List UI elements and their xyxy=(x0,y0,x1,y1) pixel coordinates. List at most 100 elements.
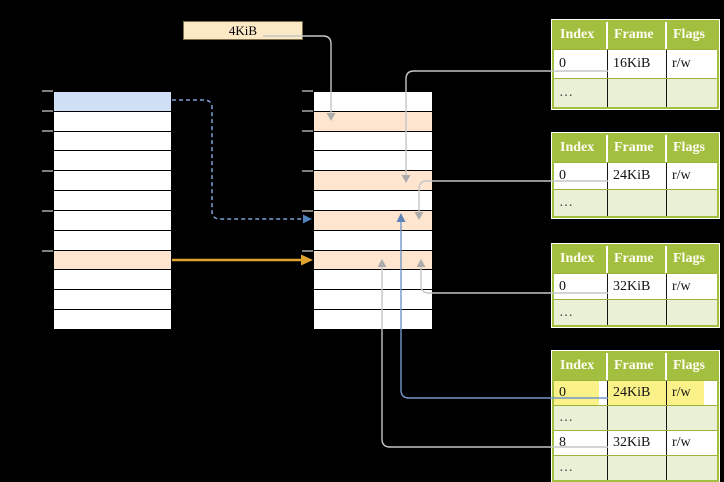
table-row-ellipsis: … xyxy=(554,189,717,216)
column-header-index: Index xyxy=(554,22,608,49)
table-row: 0 16KiB r/w xyxy=(554,49,717,78)
memory-cell xyxy=(54,309,171,329)
column-header-index: Index xyxy=(554,246,608,273)
table-cell: 8 xyxy=(554,431,608,455)
address-tick xyxy=(42,130,53,132)
column-header-frame: Frame xyxy=(608,353,667,380)
column-header-frame: Frame xyxy=(608,22,667,49)
table-cell: 0 xyxy=(554,274,608,299)
virtual-page0-lookup-arrow xyxy=(172,99,312,224)
memory-cell xyxy=(314,190,432,210)
table-row-ellipsis: … xyxy=(554,405,717,430)
memory-cell xyxy=(314,130,432,151)
memory-cell xyxy=(314,229,432,250)
table-cell: r/w xyxy=(672,279,691,294)
table-cell xyxy=(608,190,667,216)
column-header-flags: Flags xyxy=(673,251,705,266)
table-cell: 0 xyxy=(554,381,608,405)
table-cell xyxy=(667,406,717,430)
column-header-frame: Frame xyxy=(608,246,667,273)
memory-cell xyxy=(54,289,171,310)
table-cell: 24KiB xyxy=(608,381,667,405)
table-cell: 16KiB xyxy=(608,50,667,78)
virtual-page8-mapping-arrow xyxy=(172,254,313,266)
memory-cell xyxy=(54,130,171,151)
table-cell xyxy=(608,79,667,107)
table-cell: 0 xyxy=(554,163,608,189)
memory-cell xyxy=(314,309,432,329)
memory-cell xyxy=(54,170,171,191)
page-table-4: Index Frame Flags 0 24KiB r/w … 8 32KiB … xyxy=(551,350,720,482)
column-header-index: Index xyxy=(554,353,608,380)
table-cell: … xyxy=(554,456,608,480)
table-cell: 32KiB xyxy=(608,431,667,455)
memory-cell xyxy=(54,269,171,290)
address-tick xyxy=(302,90,313,92)
table-cell: r/w xyxy=(672,168,691,183)
memory-cell xyxy=(54,110,171,131)
table-cell xyxy=(667,190,717,216)
table-cell: … xyxy=(554,79,608,107)
table-cell xyxy=(667,300,717,325)
address-tick xyxy=(302,210,313,212)
column-header-index: Index xyxy=(554,135,608,162)
table-cell xyxy=(608,300,667,325)
table-cell: r/w xyxy=(672,56,691,71)
memory-cell xyxy=(314,249,432,270)
virtual-memory-column xyxy=(53,91,172,330)
memory-cell xyxy=(314,150,432,171)
table-row: 0 32KiB r/w xyxy=(554,273,717,299)
memory-cell xyxy=(54,150,171,171)
address-tick xyxy=(302,250,313,252)
memory-cell xyxy=(314,269,432,290)
memory-cell xyxy=(54,190,171,210)
address-tick xyxy=(302,130,313,132)
page-table-3: Index Frame Flags 0 32KiB r/w … xyxy=(551,243,720,328)
memory-cell xyxy=(314,92,432,111)
table-cell: r/w xyxy=(672,435,691,450)
cell-highlight: 24KiB xyxy=(608,381,666,405)
table-header-row: Index Frame Flags xyxy=(554,353,717,380)
column-header-flags: Flags xyxy=(673,140,705,155)
memory-cell xyxy=(314,289,432,310)
page-table-2: Index Frame Flags 0 24KiB r/w … xyxy=(551,132,720,219)
address-tick xyxy=(302,170,313,172)
physical-memory-column xyxy=(313,91,433,330)
table-cell: … xyxy=(554,190,608,216)
table-header-row: Index Frame Flags xyxy=(554,246,717,273)
table-cell: … xyxy=(554,300,608,325)
address-tick xyxy=(42,170,53,172)
cell-highlight: r/w xyxy=(667,381,704,405)
table-cell xyxy=(667,79,717,107)
page-size-label: 4KiB xyxy=(183,21,303,40)
table-row-ellipsis: … xyxy=(554,299,717,325)
table-row-highlighted: 0 24KiB r/w xyxy=(554,380,717,405)
column-header-flags: Flags xyxy=(673,27,705,42)
cell-highlight: 0 xyxy=(554,381,599,405)
table-row-ellipsis: … xyxy=(554,78,717,107)
address-tick xyxy=(42,210,53,212)
address-tick xyxy=(42,250,53,252)
table-header-row: Index Frame Flags xyxy=(554,22,717,49)
table-cell: 24KiB xyxy=(608,163,667,189)
column-header-frame: Frame xyxy=(608,135,667,162)
memory-cell xyxy=(54,209,171,230)
memory-cell xyxy=(54,92,171,111)
table-cell: 32KiB xyxy=(608,274,667,299)
address-tick xyxy=(302,110,313,112)
table-cell: 0 xyxy=(554,50,608,78)
column-header-flags: Flags xyxy=(673,358,705,373)
table-cell xyxy=(608,406,667,430)
table-row-ellipsis: … xyxy=(554,455,717,480)
address-tick xyxy=(42,110,53,112)
table-row: 0 24KiB r/w xyxy=(554,162,717,189)
page-table-1: Index Frame Flags 0 16KiB r/w … xyxy=(551,19,720,110)
memory-cell xyxy=(314,209,432,230)
memory-cell xyxy=(54,229,171,250)
table-cell: r/w xyxy=(667,381,717,405)
table-header-row: Index Frame Flags xyxy=(554,135,717,162)
address-tick xyxy=(42,90,53,92)
table-cell xyxy=(608,456,667,480)
memory-cell xyxy=(314,170,432,191)
